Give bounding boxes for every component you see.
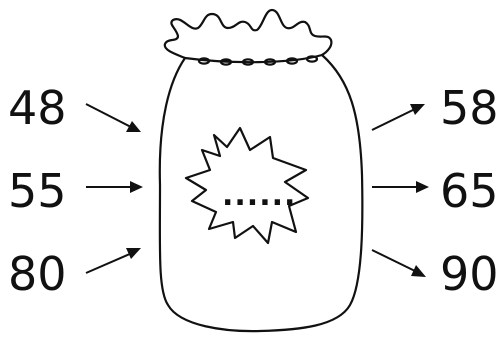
input-number-1: 48 bbox=[8, 81, 67, 135]
output-number-3: 90 bbox=[440, 247, 499, 301]
input-arrow-2 bbox=[86, 181, 143, 193]
input-arrow-3 bbox=[86, 248, 141, 273]
output-arrow-3 bbox=[372, 250, 426, 277]
input-number-2: 55 bbox=[8, 164, 67, 218]
output-arrow-2 bbox=[372, 181, 429, 193]
output-number-1: 58 bbox=[440, 81, 499, 135]
hidden-rule-placeholder: ...... bbox=[222, 178, 296, 213]
sack-ruffled-top bbox=[165, 10, 332, 58]
input-number-3: 80 bbox=[8, 247, 67, 301]
input-arrow-1 bbox=[86, 104, 141, 132]
output-number-2: 65 bbox=[440, 164, 499, 218]
sack bbox=[160, 10, 363, 331]
output-arrow-1 bbox=[372, 104, 425, 130]
